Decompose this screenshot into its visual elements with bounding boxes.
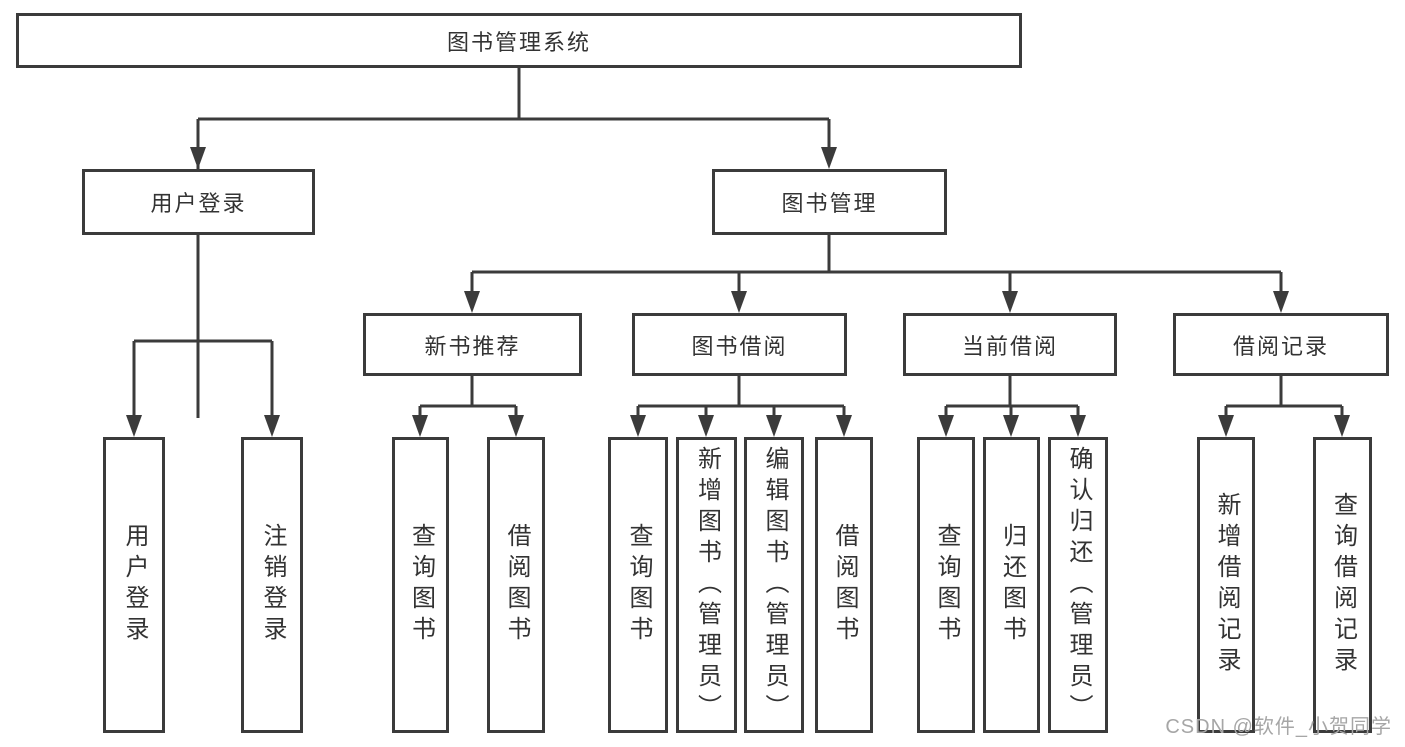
leaf-confirm-return-admin: 确认归还（管理员） bbox=[1048, 437, 1108, 733]
leaf-add-book-admin-label: 新增图书（管理员） bbox=[693, 445, 721, 725]
node-user-login: 用户登录 bbox=[82, 169, 315, 235]
node-borrow-record-label: 借阅记录 bbox=[1232, 333, 1329, 359]
leaf-confirm-return-admin-label: 确认归还（管理员） bbox=[1065, 445, 1092, 725]
leaf-add-borrow-record-label: 新增借阅记录 bbox=[1213, 492, 1240, 678]
leaf-logout-label: 注销登录 bbox=[259, 523, 286, 647]
leaf-edit-book-admin: 编辑图书（管理员） bbox=[744, 437, 804, 733]
connector-new-book-branch bbox=[418, 376, 518, 420]
leaf-edit-book-admin-label: 编辑图书（管理员） bbox=[761, 445, 788, 725]
node-book-borrow: 图书借阅 bbox=[632, 313, 847, 376]
connector-book-mgmt-branch bbox=[470, 235, 1283, 296]
leaf-query-borrow-record: 查询借阅记录 bbox=[1313, 437, 1372, 733]
node-book-management: 图书管理 bbox=[712, 169, 947, 235]
leaf-query-book-1: 查询图书 bbox=[392, 437, 449, 733]
leaf-borrow-book-2: 借阅图书 bbox=[815, 437, 873, 733]
node-current-borrow: 当前借阅 bbox=[903, 313, 1117, 376]
leaf-query-borrow-record-label: 查询借阅记录 bbox=[1329, 492, 1357, 678]
connector-user-login-branch bbox=[132, 235, 274, 420]
leaf-return-book-label: 归还图书 bbox=[998, 523, 1026, 647]
csdn-watermark: CSDN @软件_小贺同学 bbox=[1165, 716, 1392, 738]
node-borrow-record: 借阅记录 bbox=[1173, 313, 1389, 376]
leaf-return-book: 归还图书 bbox=[983, 437, 1040, 733]
node-book-management-label: 图书管理 bbox=[781, 191, 878, 216]
leaf-query-book-3: 查询图书 bbox=[917, 437, 975, 733]
node-book-borrow-label: 图书借阅 bbox=[691, 333, 788, 359]
leaf-query-book-3-label: 查询图书 bbox=[933, 523, 960, 647]
leaf-borrow-book-1: 借阅图书 bbox=[487, 437, 545, 733]
leaf-query-book-2: 查询图书 bbox=[608, 437, 668, 733]
connector-current-borrow-branch bbox=[944, 376, 1080, 420]
connector-borrow-record-branch bbox=[1224, 376, 1344, 420]
node-root-label: 图书管理系统 bbox=[446, 29, 591, 55]
node-root: 图书管理系统 bbox=[16, 13, 1022, 68]
leaf-query-book-1-label: 查询图书 bbox=[407, 523, 435, 647]
node-new-book-recommend-label: 新书推荐 bbox=[424, 333, 521, 359]
node-new-book-recommend: 新书推荐 bbox=[363, 313, 582, 376]
leaf-borrow-book-2-label: 借阅图书 bbox=[831, 523, 858, 647]
connector-book-borrow-branch bbox=[636, 376, 846, 420]
arrowheads bbox=[126, 147, 1350, 437]
leaf-logout: 注销登录 bbox=[241, 437, 303, 733]
node-user-login-label: 用户登录 bbox=[150, 191, 247, 216]
leaf-borrow-book-1-label: 借阅图书 bbox=[503, 523, 530, 647]
leaf-user-login-label: 用户登录 bbox=[121, 523, 148, 647]
leaf-user-login: 用户登录 bbox=[103, 437, 165, 733]
node-current-borrow-label: 当前借阅 bbox=[961, 333, 1058, 359]
leaf-query-book-2-label: 查询图书 bbox=[625, 523, 652, 647]
leaf-add-borrow-record: 新增借阅记录 bbox=[1197, 437, 1255, 733]
connector-root-to-level2 bbox=[196, 68, 831, 418]
leaf-add-book-admin: 新增图书（管理员） bbox=[676, 437, 737, 733]
